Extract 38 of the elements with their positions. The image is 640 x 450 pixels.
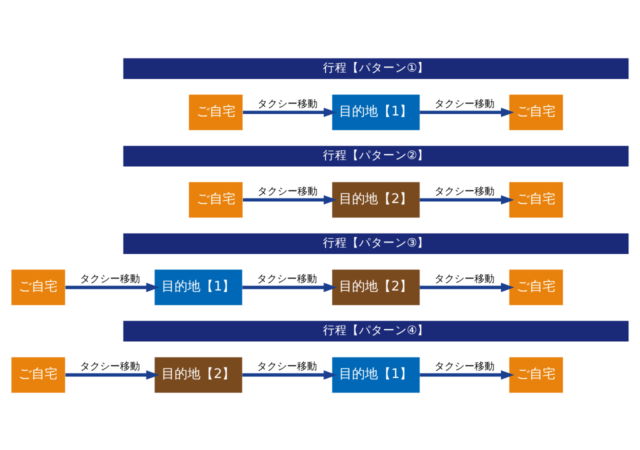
- node-box: 行程【パターン①】: [123, 58, 629, 78]
- node-box: 目的地【2】: [332, 182, 420, 218]
- arrow: [242, 194, 337, 204]
- edge-label: タクシー移動: [257, 186, 318, 198]
- arrow: [65, 282, 160, 292]
- node-box: 目的地【1】: [332, 94, 420, 130]
- node-box: 目的地【2】: [154, 356, 242, 392]
- arrow: [65, 370, 160, 380]
- node-box: ご自宅: [509, 182, 563, 218]
- edge-label: タクシー移動: [257, 274, 318, 285]
- edge-label: タクシー移動: [80, 361, 140, 372]
- arrow: [420, 107, 514, 117]
- edge-label: タクシー移動: [257, 361, 318, 372]
- node-box: ご自宅: [509, 356, 563, 392]
- arrow: [242, 107, 337, 117]
- arrow: [242, 370, 337, 380]
- node-box: 行程【パターン④】: [123, 320, 629, 341]
- arrow: [420, 282, 514, 292]
- edge-label: タクシー移動: [434, 361, 494, 372]
- edge-label: タクシー移動: [80, 274, 140, 285]
- node-box: ご自宅: [11, 269, 66, 305]
- node-box: 行程【パターン②】: [123, 145, 629, 166]
- edge-label: タクシー移動: [434, 274, 494, 285]
- node-box: ご自宅: [188, 182, 243, 218]
- arrow: [420, 370, 514, 380]
- edge-label: タクシー移動: [434, 186, 494, 198]
- node-box: 目的地【1】: [332, 356, 420, 392]
- node-box: ご自宅: [11, 356, 66, 392]
- node-box: ご自宅: [509, 94, 563, 130]
- arrow: [242, 282, 337, 292]
- node-box: 行程【パターン③】: [123, 232, 629, 254]
- edge-label: タクシー移動: [257, 98, 318, 110]
- node-box: 目的地【1】: [154, 269, 242, 305]
- arrow: [420, 194, 514, 204]
- node-box: ご自宅: [188, 94, 243, 130]
- node-box: ご自宅: [509, 269, 563, 305]
- node-box: 目的地【2】: [332, 269, 420, 305]
- edge-label: タクシー移動: [434, 98, 494, 110]
